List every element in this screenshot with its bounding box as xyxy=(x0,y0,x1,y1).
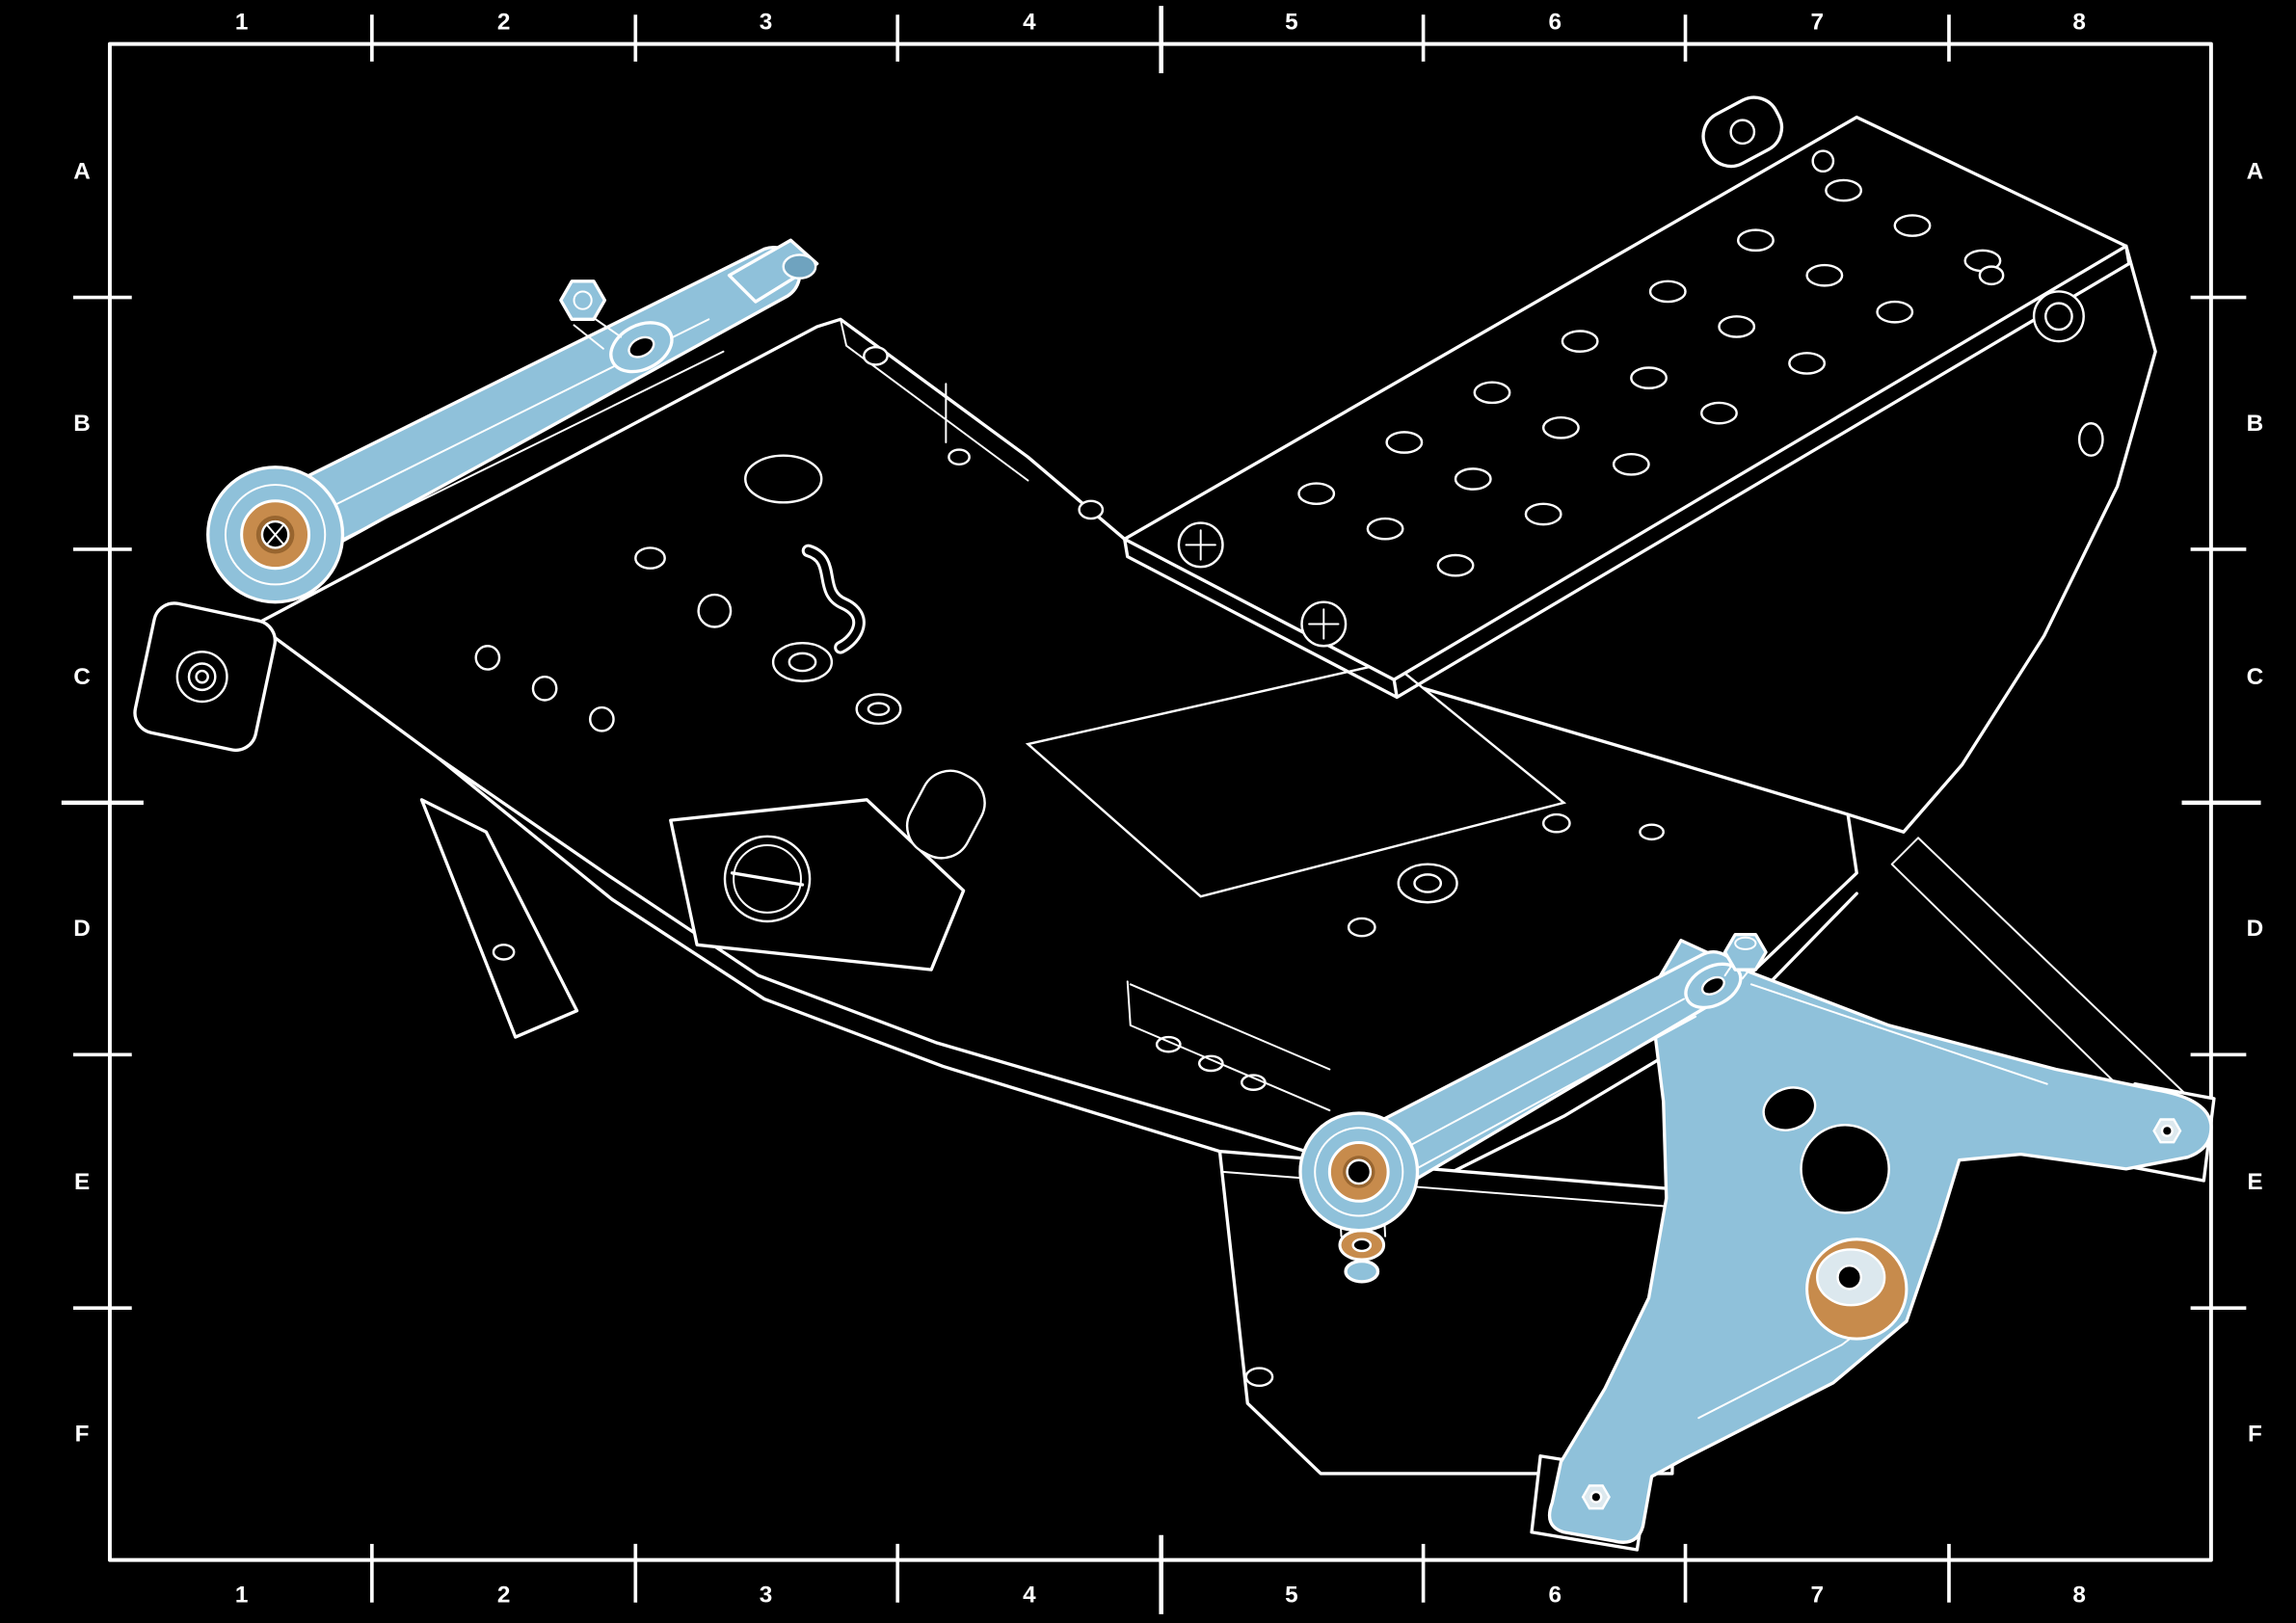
screw-slot xyxy=(730,871,805,887)
row-label-left-d: D xyxy=(73,916,91,942)
link-arm-lower-right xyxy=(1298,932,1768,1284)
lower-pan-outline xyxy=(1217,1149,1680,1476)
left-foot-bolt xyxy=(1581,1484,1611,1510)
row-label-left-a: A xyxy=(73,158,91,184)
chassis-ridge-lines xyxy=(839,318,1029,482)
slotted-screw-rim xyxy=(733,843,802,914)
right-wall-hole xyxy=(2077,422,2104,457)
plate-screw-2 xyxy=(1300,600,1348,648)
col-label-bottom-4: 4 xyxy=(1023,1583,1036,1609)
link-arm-upper-left xyxy=(206,238,819,604)
col-label-bottom-1: 1 xyxy=(235,1583,249,1609)
arm2-eye-rim xyxy=(1314,1127,1404,1217)
row-label-right-b: B xyxy=(2247,411,2264,437)
col-label-bottom-5: 5 xyxy=(1285,1583,1298,1609)
row-label-left-e: E xyxy=(74,1169,90,1195)
right-bent-wall xyxy=(1846,244,2198,1132)
rounded-slot-cutout xyxy=(905,769,986,860)
bracket-bushing xyxy=(1805,1237,1909,1341)
col-label-top-1: 1 xyxy=(235,9,249,35)
plate-apex-hole xyxy=(1811,149,1835,173)
col-label-top-5: 5 xyxy=(1285,9,1298,35)
right-wall-hole-top xyxy=(1978,265,2005,286)
left-ear-grommet-core xyxy=(195,669,209,684)
arm1-bolt-shaft-2 xyxy=(573,324,604,350)
ruler-labels-right: A B C D E F xyxy=(2247,158,2264,1447)
arm2-orange-washer-hole xyxy=(1351,1237,1373,1253)
arm2-hex-nut xyxy=(1722,932,1768,971)
col-label-top-3: 3 xyxy=(760,9,773,35)
lower-pan-fold xyxy=(1221,1170,1676,1209)
arm1-clevis-end xyxy=(782,253,817,279)
row-label-right-a: A xyxy=(2247,158,2264,184)
col-label-top-8: 8 xyxy=(2072,9,2086,35)
arm1-tip-washer-hole xyxy=(627,335,655,359)
lower-pan-hole xyxy=(1244,1367,1274,1387)
arm2-lower-disc xyxy=(1344,1259,1380,1284)
left-flange xyxy=(419,798,579,1039)
arm1-bushing-cross-2 xyxy=(265,523,285,546)
right-wall-grommet-inner xyxy=(2044,302,2073,332)
right-wall-outline xyxy=(1846,244,2157,834)
ruler-labels-left: A B C D E F xyxy=(73,158,91,1447)
plate-top-ear-hole xyxy=(1729,119,1756,146)
row-label-right-c: C xyxy=(2247,664,2264,690)
col-label-bottom-8: 8 xyxy=(2072,1583,2086,1609)
pivot-bracket-highlighted xyxy=(1547,939,2213,1544)
pivot-bracket-lines xyxy=(1126,980,1331,1112)
arm1-hex-bolt-head xyxy=(559,279,607,322)
row-label-right-e: E xyxy=(2247,1169,2262,1195)
ruler-ticks-top xyxy=(370,6,1951,73)
row-label-left-b: B xyxy=(73,411,91,437)
arm2-shaft-lines xyxy=(1387,998,1697,1179)
row-label-left-f: F xyxy=(75,1422,90,1448)
arm1-eye-rim xyxy=(224,484,327,586)
row-label-left-c: C xyxy=(73,664,91,690)
col-label-top-2: 2 xyxy=(497,9,511,35)
arm2-tip-washer-hole xyxy=(1700,975,1725,996)
left-flange-hole xyxy=(492,944,516,961)
pivot-bracket-body xyxy=(1547,939,2213,1544)
s-slot-inner xyxy=(804,546,863,652)
rect-cutout xyxy=(1025,660,1567,898)
border-frame: 1 2 3 4 5 6 7 8 1 2 3 4 5 6 7 8 A B C D … xyxy=(61,6,2264,1614)
col-label-bottom-6: 6 xyxy=(1549,1583,1562,1609)
arm2-bolt-shaft-1 xyxy=(1723,966,1732,977)
arm1-bolt-shaft-1 xyxy=(590,315,623,338)
arm1-hex-bolt-face xyxy=(573,290,593,310)
perforated-plate xyxy=(1123,95,2131,700)
plate-screw-1 xyxy=(1177,521,1224,569)
ruler-ticks-bottom xyxy=(370,1534,1951,1614)
col-label-top-6: 6 xyxy=(1549,9,1562,35)
ruler-ticks-left xyxy=(61,295,144,1311)
ruler-labels-bottom: 1 2 3 4 5 6 7 8 xyxy=(235,1583,2086,1609)
col-label-top-7: 7 xyxy=(1810,9,1824,35)
ruler-labels-top: 1 2 3 4 5 6 7 8 xyxy=(235,9,2086,35)
arm2-hex-nut-face xyxy=(1734,936,1757,950)
col-label-bottom-7: 7 xyxy=(1810,1583,1824,1609)
col-label-top-4: 4 xyxy=(1023,9,1036,35)
right-foot-bolt xyxy=(2152,1118,2182,1144)
col-label-bottom-2: 2 xyxy=(497,1583,511,1609)
row-label-right-d: D xyxy=(2247,916,2264,942)
col-label-bottom-3: 3 xyxy=(760,1583,773,1609)
pivot-bracket-teardrop-cutout xyxy=(1762,1086,1817,1131)
perforated-plate-face xyxy=(1123,115,2128,681)
row-label-right-f: F xyxy=(2248,1422,2262,1448)
pivot-bracket-big-hole xyxy=(1800,1124,1890,1214)
lower-pan xyxy=(1217,1149,1680,1476)
bracket-bushing-hole xyxy=(1836,1264,1863,1290)
chassis-holes xyxy=(474,345,1665,1091)
ruler-ticks-right xyxy=(2181,295,2261,1311)
arm2-bushing-hole xyxy=(1346,1158,1373,1185)
